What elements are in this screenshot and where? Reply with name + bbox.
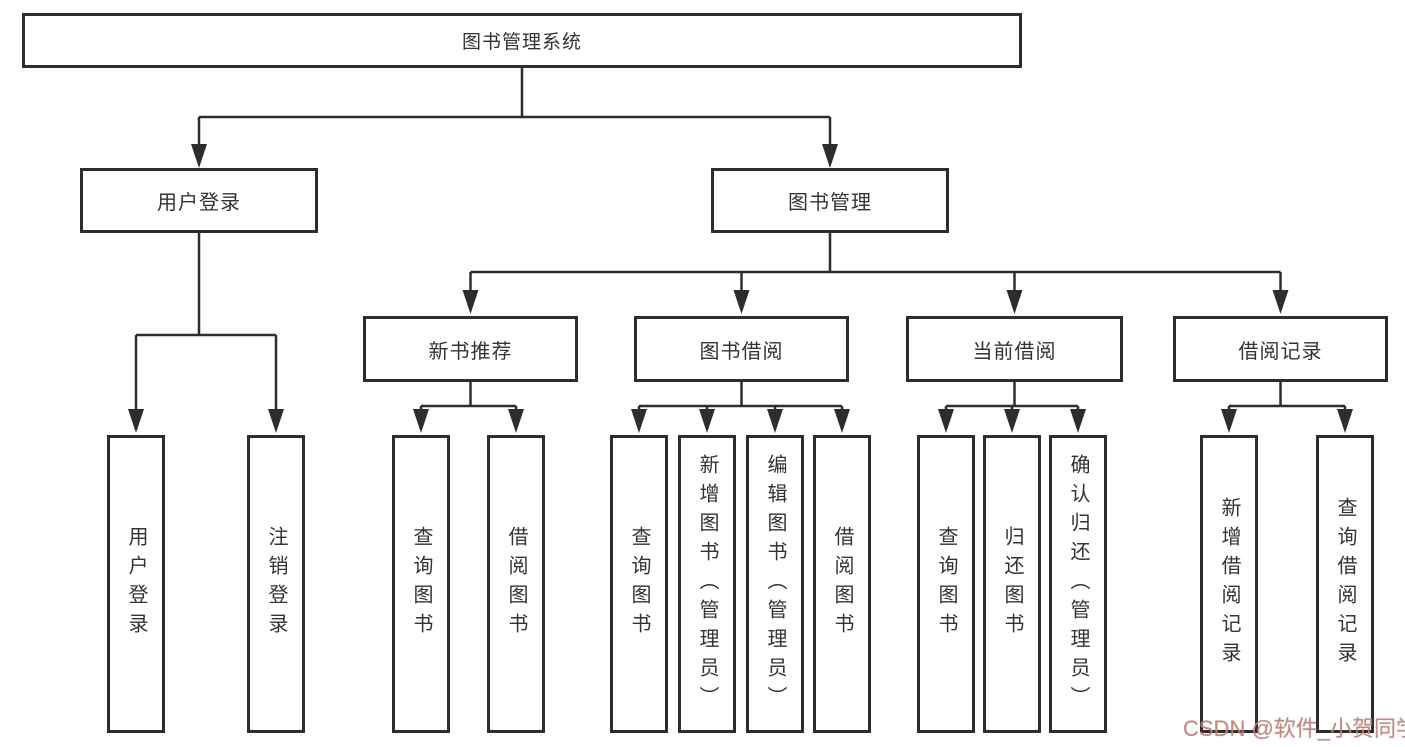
leaf-record-query: 查询借阅记录 [1316,435,1374,733]
leaf-current-query-books: 查询图书 [917,435,975,733]
node-user-login-label: 用户登录 [157,192,241,214]
node-new-book-recommend-label: 新书推荐 [428,340,513,363]
leaf-recommend-borrow-books: 借阅图书 [487,435,545,733]
node-book-mgmt: 图书管理 [711,168,949,233]
leaf-current-confirm-return-admin: 确认归还（管理员） [1049,435,1107,733]
arrowheads [128,144,1353,433]
node-root: 图书管理系统 [22,13,1022,68]
leaf-borrow-query-books: 查询图书 [610,435,668,733]
leaf-borrow-edit-books-admin: 编辑图书（管理员） [746,435,804,733]
node-current-borrow: 当前借阅 [906,316,1123,382]
leaf-recommend-query-books: 查询图书 [392,435,450,733]
node-book-borrow-label: 图书借阅 [699,340,784,363]
node-user-login: 用户登录 [80,168,318,233]
node-book-borrow: 图书借阅 [634,316,849,382]
node-new-book-recommend: 新书推荐 [363,316,578,382]
leaf-borrow-borrow-books: 借阅图书 [813,435,871,733]
leaf-user-login: 用户登录 [107,435,165,733]
leaf-current-return-books: 归还图书 [983,435,1041,733]
node-borrow-record-label: 借阅记录 [1238,340,1323,363]
node-current-borrow-label: 当前借阅 [972,340,1057,363]
node-root-label: 图书管理系统 [461,32,582,53]
leaf-logout: 注销登录 [247,435,305,733]
leaf-record-add: 新增借阅记录 [1200,435,1258,733]
leaf-borrow-add-books-admin: 新增图书（管理员） [678,435,736,733]
node-borrow-record: 借阅记录 [1173,316,1388,382]
node-book-mgmt-label: 图书管理 [788,192,872,214]
